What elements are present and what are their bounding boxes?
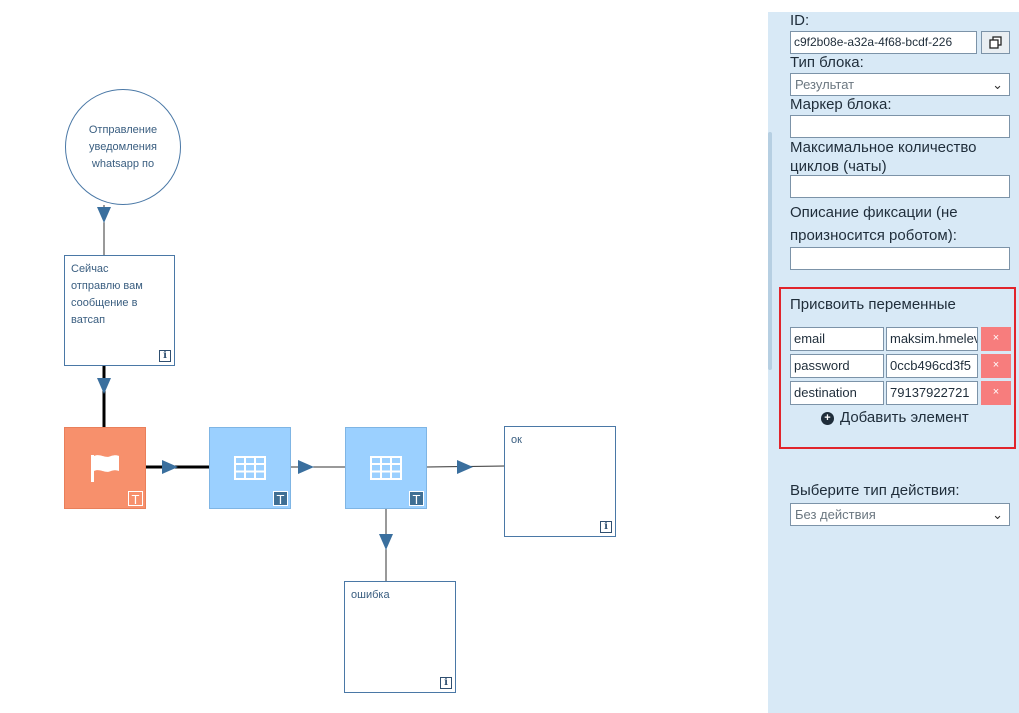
delete-variable-button[interactable]: × — [981, 327, 1011, 351]
edge-arrow-icon — [457, 460, 473, 474]
edge-arrow-icon — [298, 460, 314, 474]
delete-variable-button[interactable]: × — [981, 354, 1011, 378]
action-type-value: Без действия — [795, 507, 876, 522]
ok-node-text: ок — [511, 434, 522, 446]
id-label: ID: — [790, 12, 810, 29]
properties-panel: ID: c9f2b08e-a32a-4f68-bcdf-226 Тип блок… — [768, 12, 1019, 713]
chevron-down-icon: ⌄ — [992, 77, 1003, 92]
block-type-select[interactable]: Результат ⌄ — [790, 73, 1010, 96]
flow-canvas[interactable]: Отправление уведомления whatsapp по Сейч… — [0, 0, 768, 713]
t-badge-icon[interactable]: T — [409, 491, 424, 507]
ok-node[interactable]: ок i — [504, 426, 616, 537]
block-marker-label: Маркер блока: — [790, 96, 892, 113]
flow-edges — [97, 205, 506, 582]
start-node-text: Отправление уведомления whatsapp по — [88, 123, 158, 170]
message-node-text: Сейчас отправлю вам сообщение в ватсап — [71, 263, 143, 326]
block-marker-field[interactable] — [790, 115, 1010, 138]
error-node[interactable]: ошибка i — [344, 581, 456, 693]
flag-block[interactable]: T — [64, 427, 146, 509]
action-type-select[interactable]: Без действия ⌄ — [790, 503, 1010, 526]
id-field[interactable]: c9f2b08e-a32a-4f68-bcdf-226 — [790, 31, 977, 54]
add-element-button[interactable]: + Добавить элемент — [821, 409, 969, 426]
table-block-1[interactable]: T — [209, 427, 291, 509]
message-node[interactable]: Сейчас отправлю вам сообщение в ватсап i — [64, 255, 175, 366]
assign-variables-title: Присвоить переменные — [790, 296, 956, 313]
variable-value-field[interactable]: 0ccb496cd3f5 — [886, 354, 978, 378]
variable-value-field[interactable]: maksim.hmelev — [886, 327, 978, 351]
fixation-field[interactable] — [790, 247, 1010, 270]
table-icon — [234, 456, 266, 480]
max-cycles-label: Максимальное количество циклов (чаты) — [790, 139, 977, 175]
info-icon[interactable]: i — [159, 350, 171, 362]
panel-scrollbar[interactable] — [768, 132, 772, 370]
error-node-text: ошибка — [351, 589, 390, 601]
edge-arrow-icon — [379, 534, 393, 550]
variable-name-field[interactable]: password — [790, 354, 884, 378]
delete-variable-button[interactable]: × — [981, 381, 1011, 405]
t-badge-icon[interactable]: T — [128, 491, 143, 507]
edge-arrow-icon — [162, 460, 178, 474]
variable-name-field[interactable]: email — [790, 327, 884, 351]
start-node[interactable]: Отправление уведомления whatsapp по — [65, 89, 181, 205]
variable-name-field[interactable]: destination — [790, 381, 884, 405]
copy-button[interactable] — [981, 31, 1010, 54]
assign-variables-section: Присвоить переменные email maksim.hmelev… — [779, 287, 1016, 449]
table-block-2[interactable]: T — [345, 427, 427, 509]
fixation-label: Описание фиксации (не произносится робот… — [790, 204, 958, 244]
plus-circle-icon: + — [821, 412, 834, 425]
block-type-value: Результат — [795, 77, 855, 92]
t-badge-icon[interactable]: T — [273, 491, 288, 507]
table-icon — [370, 456, 402, 480]
edge-arrow-icon — [97, 207, 111, 223]
info-icon[interactable]: i — [600, 521, 612, 533]
chevron-down-icon: ⌄ — [992, 507, 1003, 522]
edge-arrow-icon — [97, 378, 111, 394]
block-type-label: Тип блока: — [790, 54, 864, 71]
info-icon[interactable]: i — [440, 677, 452, 689]
flag-icon — [91, 455, 119, 482]
max-cycles-field[interactable] — [790, 175, 1010, 198]
action-type-label: Выберите тип действия: — [790, 482, 960, 499]
variable-value-field[interactable]: 79137922721 — [886, 381, 978, 405]
add-element-label: Добавить элемент — [840, 409, 969, 426]
copy-icon — [989, 36, 1002, 49]
